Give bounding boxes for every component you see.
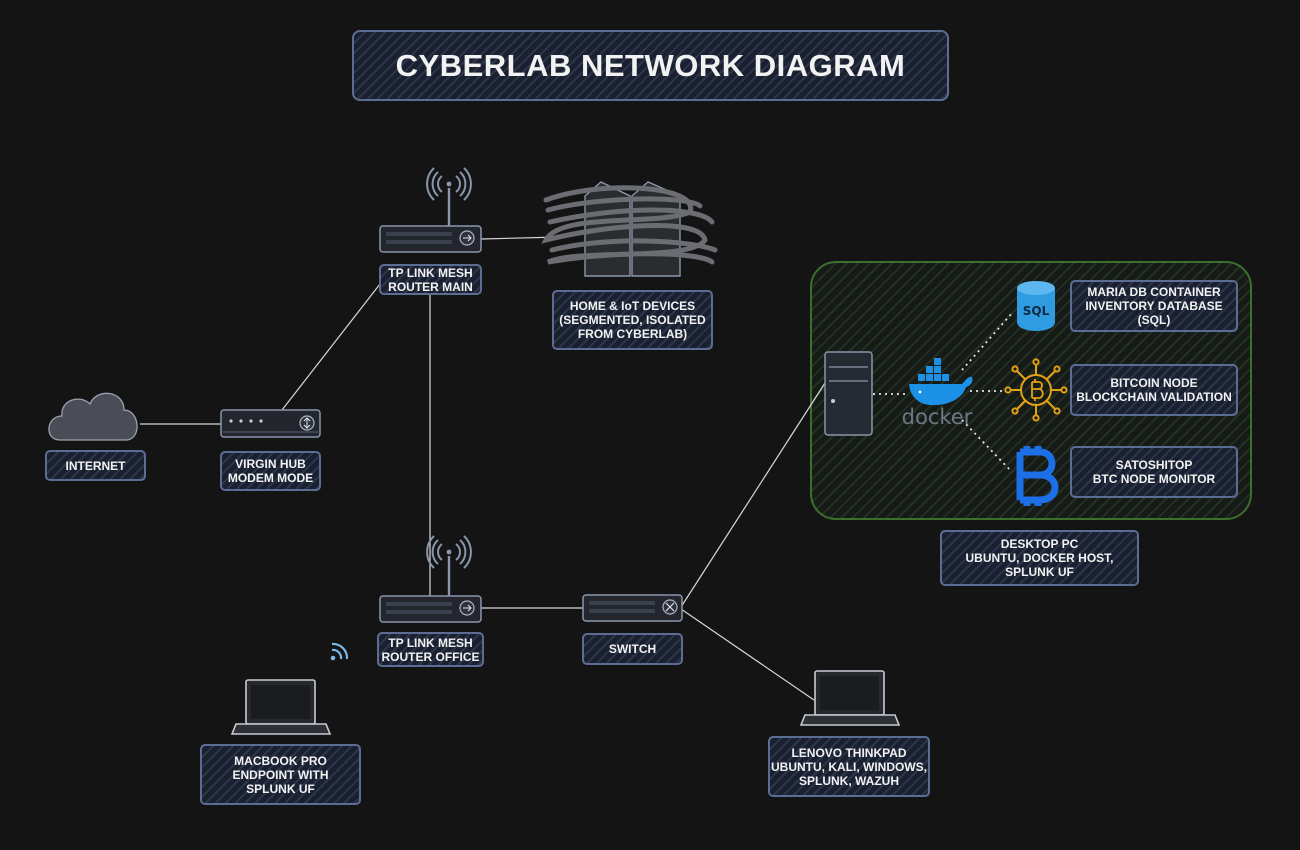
internet-label: INTERNET	[45, 450, 146, 481]
bitcoin-icon	[1016, 446, 1059, 506]
sql-label: SQL	[1023, 304, 1050, 318]
link-docker-mariadb	[961, 311, 1014, 371]
wifi-signal-icon	[330, 642, 349, 661]
virgin-hub-label: VIRGIN HUB MODEM MODE	[220, 451, 321, 491]
link-docker-satoshitop	[961, 419, 1013, 473]
link-switch-desktop	[680, 382, 826, 608]
bitcoin-node-label: BITCOIN NODE BLOCKCHAIN VALIDATION	[1070, 364, 1238, 416]
docker-whale-icon	[909, 358, 973, 406]
mariadb-label: MARIA DB CONTAINER INVENTORY DATABASE (S…	[1070, 280, 1238, 332]
desktop-pc-label: DESKTOP PC UBUNTU, DOCKER HOST, SPLUNK U…	[940, 530, 1139, 586]
satoshitop-label: SATOSHITOP BTC NODE MONITOR	[1070, 446, 1238, 498]
macbook-label: MACBOOK PRO ENDPOINT WITH SPLUNK UF	[200, 744, 361, 805]
link-virgin-hub-router-main	[281, 283, 381, 411]
cloud-icon	[48, 392, 138, 441]
thinkpad-laptop-icon	[799, 670, 901, 726]
switch-icon	[582, 594, 683, 622]
router-office-label: TP LINK MESH ROUTER OFFICE	[377, 632, 484, 667]
buildings-icon	[541, 181, 718, 277]
macbook-laptop-icon	[230, 679, 332, 735]
wifi-router-office-icon	[379, 535, 482, 623]
bitcoin-network-icon	[1004, 358, 1068, 422]
switch-label: SWITCH	[582, 633, 683, 665]
thinkpad-label: LENOVO THINKPAD UBUNTU, KALI, WINDOWS, S…	[768, 736, 930, 797]
page-title: CYBERLAB NETWORK DIAGRAM	[352, 30, 949, 101]
desktop-tower-icon	[824, 351, 873, 436]
wifi-router-main-icon	[379, 167, 482, 253]
modem-icon	[220, 409, 321, 438]
docker-links	[873, 311, 1014, 473]
home-iot-label: HOME & IoT DEVICES (SEGMENTED, ISOLATED …	[552, 290, 713, 350]
link-switch-thinkpad	[680, 608, 815, 701]
sql-database-icon: SQL	[1017, 281, 1055, 331]
router-main-label: TP LINK MESH ROUTER MAIN	[379, 264, 482, 295]
docker-wordmark: docker	[902, 405, 973, 429]
